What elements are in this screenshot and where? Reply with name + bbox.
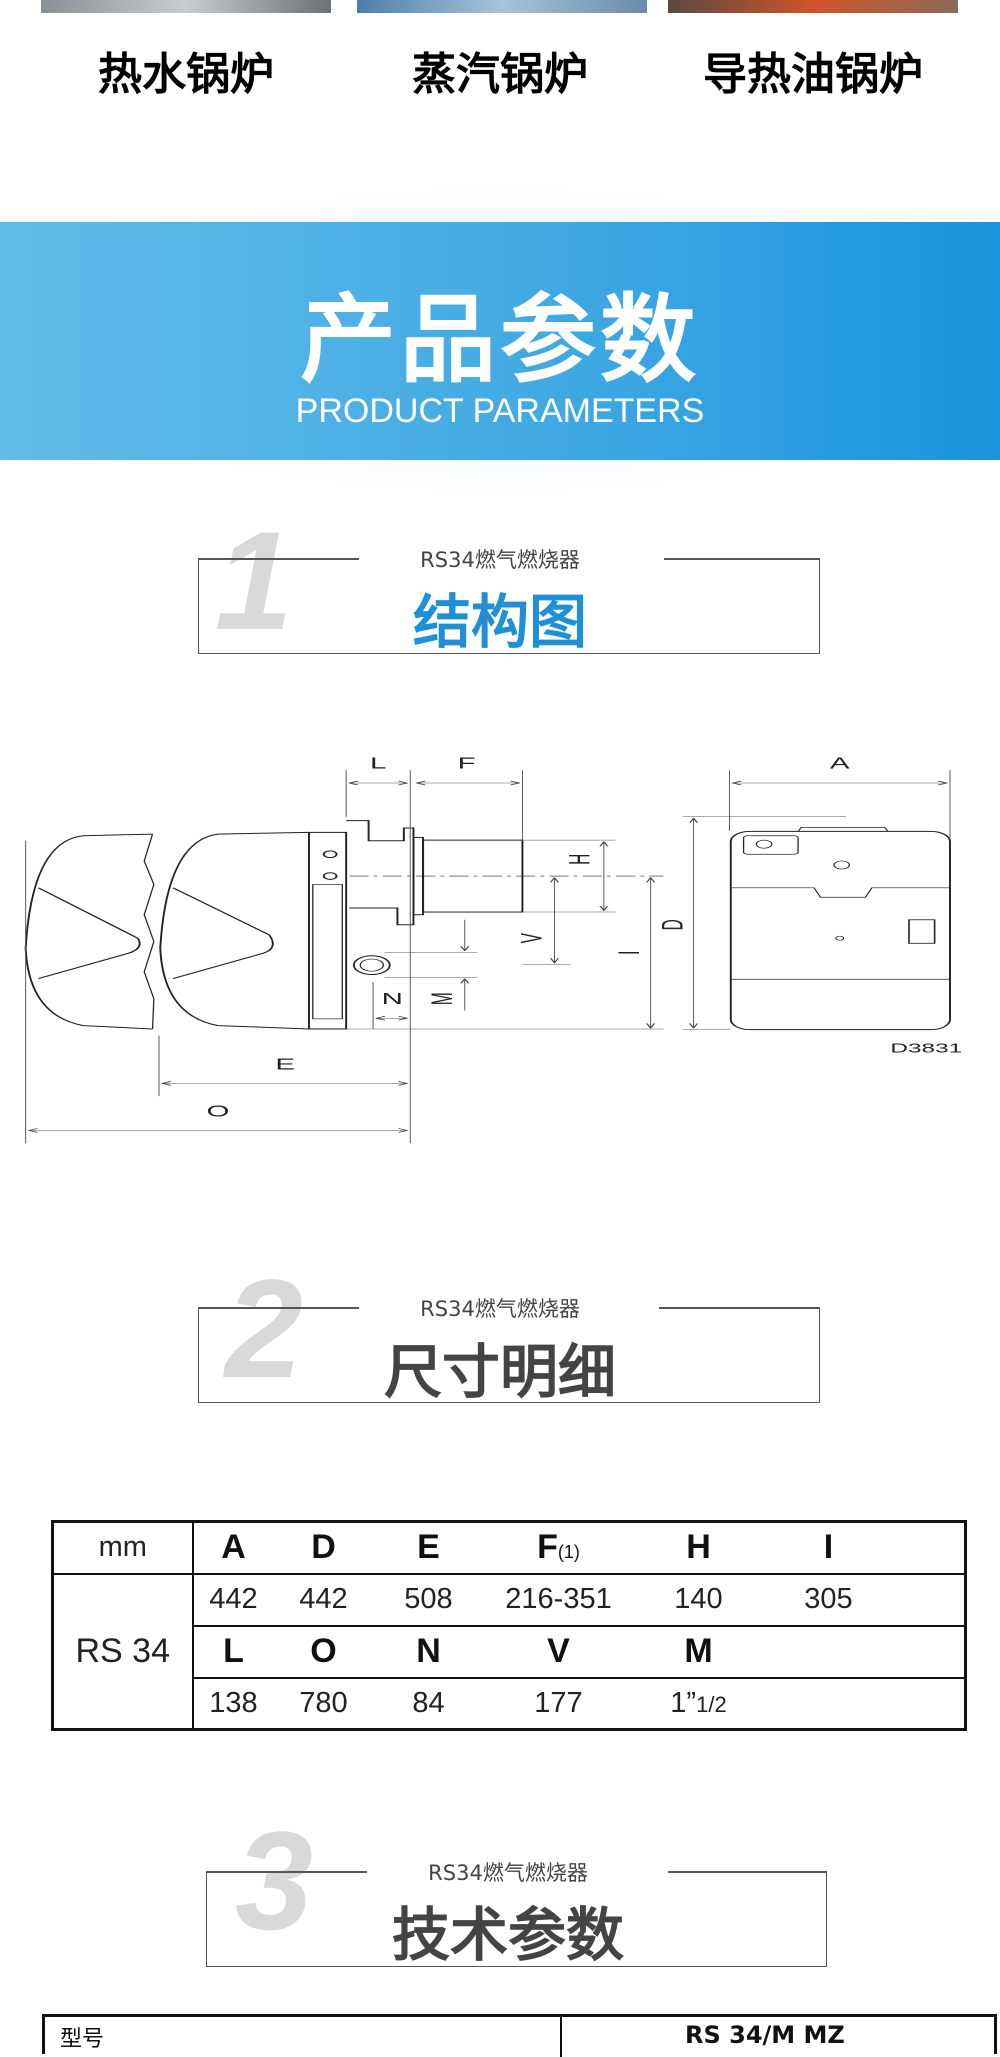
value-d: 442 [299,1583,348,1615]
dimensions-table: mm A D E F(1) H I RS 34 442 442 508 216-… [51,1520,967,1731]
header-i: I [823,1528,834,1567]
hot-water-boiler-photo [41,0,331,13]
section-header-box [206,1871,827,1967]
section-title: 结构图 [412,588,587,656]
header-l: L [223,1632,244,1670]
section-title: 技术参数 [391,1901,624,1969]
boiler-type-label: 热水锅炉 [98,49,274,100]
section-header-box [198,1307,820,1403]
header-f: F [537,1528,558,1567]
header-n: N [416,1632,441,1670]
header-a: A [221,1528,246,1567]
value-e: 508 [404,1583,453,1615]
model-value: RS 34/M MZ [685,2021,845,2049]
dim-label-v: V [515,933,548,944]
value-m: 1” [670,1686,697,1719]
value-v: 177 [534,1686,583,1719]
header-m: M [684,1632,713,1670]
dim-label-n: N [382,990,403,1007]
dim-label-h: H [563,854,596,865]
drawing-code: D3831 [890,1041,962,1055]
dim-label-e: E [275,1055,295,1072]
model-cell: RS 34 [51,1572,194,1731]
section-subtitle: RS34燃气燃烧器 [428,1861,588,1885]
burner-hood-rear [24,833,155,1030]
dim-label-o: O [206,1103,229,1120]
section-title: 尺寸明细 [383,1338,616,1406]
boiler-type-label: 蒸汽锅炉 [412,49,588,100]
value-n: 84 [412,1686,445,1719]
value-h: 140 [674,1583,723,1615]
boiler-type-label: 导热油锅炉 [703,49,923,100]
dim-label-d: D [656,919,689,930]
steam-boiler-photo [357,0,647,13]
section-number: 3 [235,1802,313,1959]
control-panel [308,831,348,1030]
dim-label-l: L [370,755,386,772]
section-number: 2 [225,1250,303,1407]
header-h: H [686,1528,711,1567]
header-f-note: (1) [557,1542,580,1563]
value-o: 780 [299,1686,348,1719]
burner-structure-diagram: L F A H V I D E O N M D3831 [24,755,962,1144]
section-subtitle: RS34燃气燃烧器 [420,1297,580,1321]
unit-cell: mm [51,1520,194,1575]
dim-label-a: A [830,755,850,772]
section-header-box [198,558,820,654]
header-o: O [310,1632,337,1670]
header-e: E [417,1528,440,1567]
dim-label-f: F [458,755,476,772]
header-d: D [311,1528,336,1567]
value-l: 138 [209,1686,258,1719]
value-i: 305 [804,1583,853,1615]
product-parameters-banner [0,222,1000,460]
thermal-oil-boiler-photo [668,0,958,13]
dim-label-i: I [613,951,646,955]
technical-parameters-table: 型号 RS 34/M MZ [42,2014,997,2057]
value-m-fraction: 1/2 [696,1691,727,1717]
header-v: V [547,1632,570,1670]
value-f: 216-351 [505,1583,612,1615]
section-subtitle: RS34燃气燃烧器 [420,548,580,572]
banner-subtitle: PRODUCT PARAMETERS [295,392,705,430]
dim-label-m: M [426,992,459,1005]
burner-hood-front [159,831,310,1030]
value-a: 442 [209,1583,258,1615]
front-view-body [729,830,951,1031]
model-label: 型号 [60,2027,105,2052]
section-number: 1 [215,502,293,659]
banner-title: 产品参数 [300,284,700,396]
